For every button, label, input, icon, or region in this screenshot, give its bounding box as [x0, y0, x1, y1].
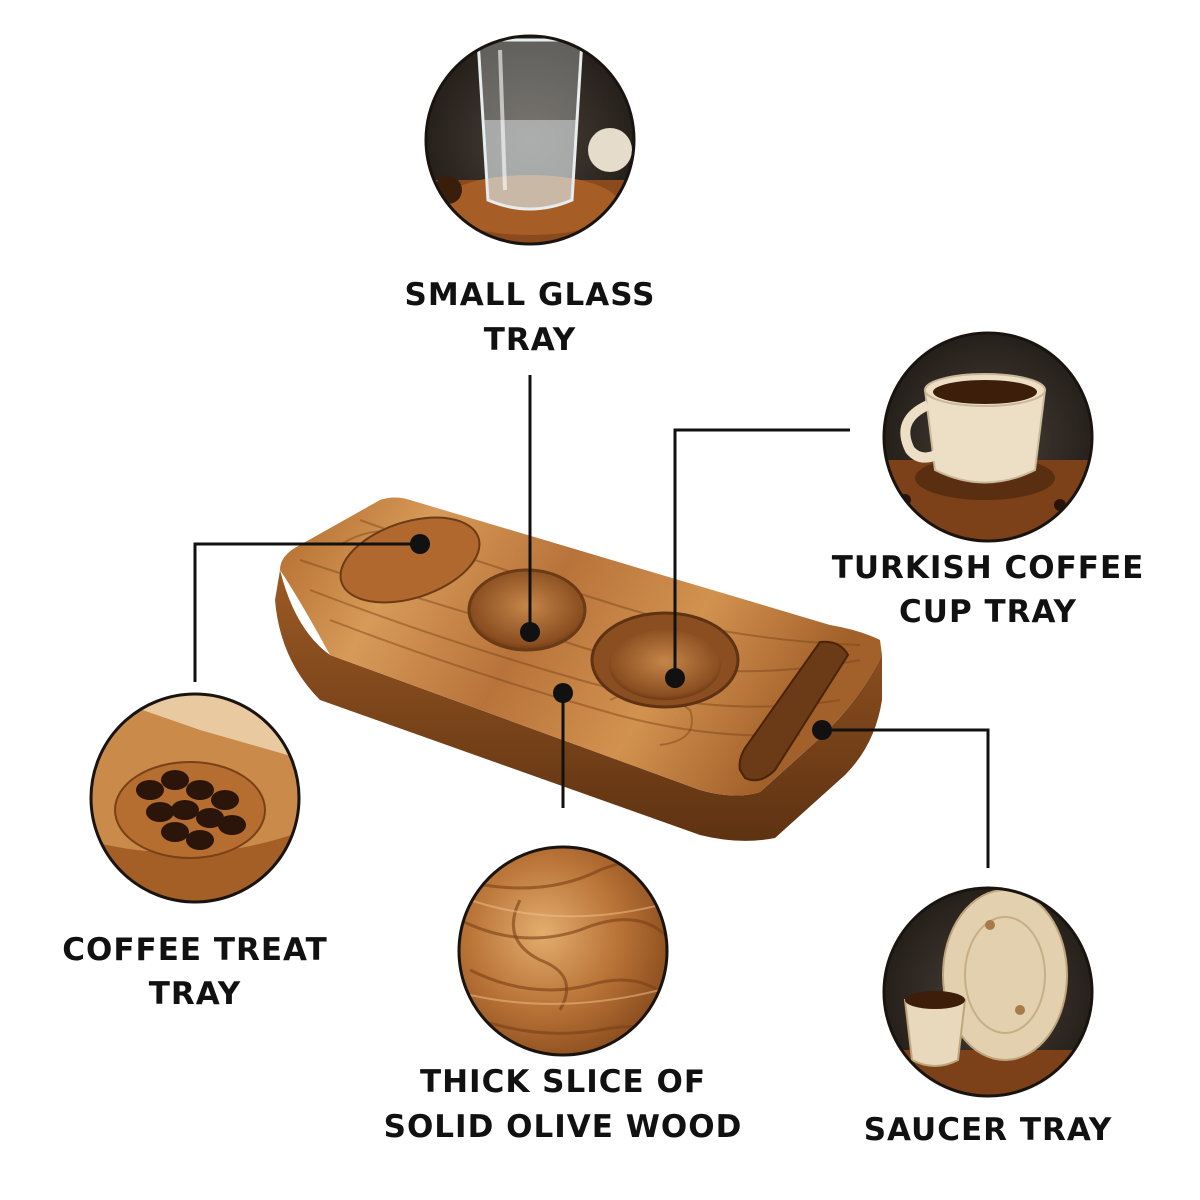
- olive-wood-label-line-1: THICK SLICE OF: [420, 1064, 706, 1100]
- coffee-treat-photo: [89, 692, 301, 904]
- leader-dots: [410, 534, 832, 740]
- leader-line-saucer: [822, 728, 990, 868]
- callout-saucer-label: SAUCER TRAY: [864, 1112, 1113, 1148]
- callout-small-glass-label: SMALL GLASS TRAY: [405, 277, 656, 358]
- small-glass-label-line-1: SMALL GLASS: [405, 277, 656, 313]
- coffee-treat-label-line-2: TRAY: [149, 976, 242, 1012]
- leader-dot-olive-wood: [553, 683, 573, 703]
- saucer-slot: [738, 640, 850, 782]
- coffee-treat-label-line-1: COFFEE TREAT: [62, 932, 328, 968]
- olive-wood-photo: [457, 845, 669, 1057]
- saucer-photo: [882, 886, 1094, 1098]
- cup-well-inner: [609, 630, 721, 700]
- olive-wood-board: [275, 497, 882, 841]
- board-side-face: [275, 570, 882, 841]
- turkish-cup-label-line-1: TURKISH COFFEE: [832, 550, 1145, 586]
- turkish-cup-photo: [882, 331, 1094, 543]
- glass-well: [467, 568, 587, 652]
- treat-dish-well: [339, 516, 481, 604]
- leader-dot-coffee-treat: [410, 534, 430, 554]
- small-glass-photo: [424, 34, 636, 246]
- leader-lines: [193, 375, 990, 868]
- small-glass-label-line-2: TRAY: [484, 322, 577, 358]
- turkish-cup-label-line-2: CUP TRAY: [899, 594, 1077, 630]
- leader-line-turkish-cup: [673, 428, 850, 678]
- saucer-label-line-1: SAUCER TRAY: [864, 1112, 1113, 1148]
- olive-wood-label-line-2: SOLID OLIVE WOOD: [384, 1109, 743, 1145]
- leader-dot-saucer: [812, 720, 832, 740]
- callout-olive-wood-label: THICK SLICE OF SOLID OLIVE WOOD: [384, 1064, 743, 1145]
- leader-line-coffee-treat: [193, 542, 420, 682]
- callout-turkish-cup-label: TURKISH COFFEE CUP TRAY: [832, 550, 1145, 630]
- callout-coffee-treat-label: COFFEE TREAT TRAY: [62, 932, 328, 1012]
- leader-dot-small-glass: [520, 622, 540, 642]
- leader-dot-turkish-cup: [665, 668, 685, 688]
